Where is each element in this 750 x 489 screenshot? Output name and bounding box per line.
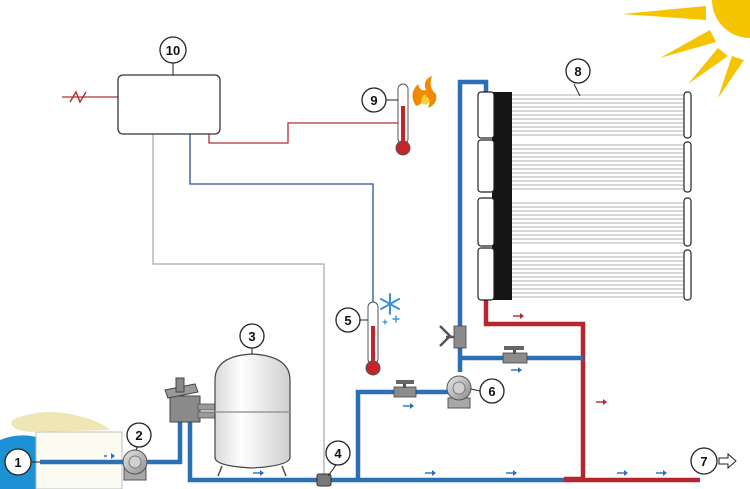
solar-collector xyxy=(477,91,692,301)
svg-text:7: 7 xyxy=(700,454,707,469)
callout-9: 9 xyxy=(361,87,387,113)
flame-icon xyxy=(412,76,437,108)
svg-text:8: 8 xyxy=(574,64,581,79)
check-valve xyxy=(316,473,332,487)
svg-text:6: 6 xyxy=(488,384,495,399)
svg-text:4: 4 xyxy=(334,446,342,461)
svg-text:3: 3 xyxy=(248,329,255,344)
callout-6: 6 xyxy=(479,378,505,404)
sand-filter xyxy=(164,353,291,477)
valve-vertical xyxy=(439,325,467,349)
controller-box xyxy=(117,74,221,135)
svg-text:5: 5 xyxy=(344,313,351,328)
snowflake-icon xyxy=(380,293,400,325)
svg-text:1: 1 xyxy=(14,455,21,470)
svg-text:10: 10 xyxy=(166,43,180,58)
svg-text:2: 2 xyxy=(135,428,142,443)
svg-text:9: 9 xyxy=(370,93,377,108)
callout-7: 7 xyxy=(690,447,718,475)
thermometer-cold xyxy=(365,301,381,376)
valve-cold-line xyxy=(393,380,417,398)
thermometer-hot xyxy=(395,83,411,156)
flow-arrows xyxy=(104,315,663,474)
callout-4: 4 xyxy=(325,440,351,466)
valve-bypass xyxy=(502,346,528,364)
solar-pump xyxy=(446,375,472,409)
flow-arrowheads xyxy=(111,313,667,476)
callout-10: 10 xyxy=(159,36,187,64)
pool-pump xyxy=(122,449,148,481)
power-lightning-icon xyxy=(69,90,87,104)
collector-tubes xyxy=(510,94,686,298)
leader-lines xyxy=(32,62,581,477)
signal-wires xyxy=(62,96,398,478)
sun-icon xyxy=(622,0,750,98)
callout-2: 2 xyxy=(126,422,152,448)
callout-3: 3 xyxy=(239,323,265,349)
callout-5: 5 xyxy=(335,307,361,333)
callout-8: 8 xyxy=(565,58,591,84)
arrow-right-icon xyxy=(718,452,737,470)
callout-1: 1 xyxy=(4,448,32,476)
